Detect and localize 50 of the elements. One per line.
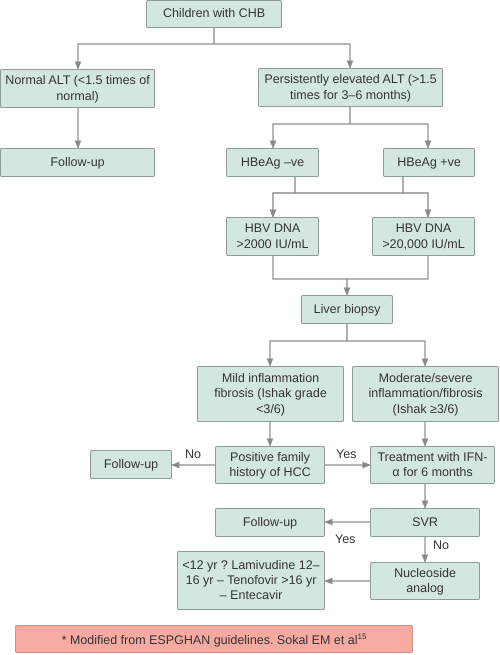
arrow: [266, 422, 274, 447]
box-text: <12 yr ? Lamivudine 12–16 yr – Tenofovir >16 yr – Entecavir: [181, 558, 321, 604]
process-box: [370, 508, 480, 537]
arrow: [422, 484, 428, 509]
arrow: [324, 518, 370, 526]
box-text: Normal ALT (<1.5 times of normal): [4, 73, 151, 104]
arrow: [324, 578, 370, 584]
process-box: [90, 450, 172, 479]
process-box: [258, 68, 443, 107]
box-text: Mild inflammation fibrosis (Ishak grade <3/6): [213, 371, 328, 417]
box-text: SVR: [412, 514, 438, 530]
arrow: [74, 108, 82, 149]
process-box: [370, 446, 495, 484]
box-text: Liver biopsy: [314, 302, 380, 318]
arrow: [171, 462, 215, 468]
box-text: Follow-up: [242, 514, 298, 530]
box-text: Follow-up: [50, 154, 105, 170]
arrow: [422, 537, 428, 563]
process-box: [383, 148, 475, 177]
process-box: [370, 562, 480, 600]
caption-box: * Modified from ESPGHAN guidelines. Sokal EM et al$^{15}$: [15, 625, 413, 653]
process-box: [372, 217, 475, 256]
process-box: [215, 508, 325, 537]
box-text: Treatment with IFN-α for 6 months: [376, 450, 488, 480]
process-box: [226, 148, 319, 177]
arrow: [344, 256, 429, 296]
box-text: HBV DNA >2000 IU/mL: [236, 221, 310, 252]
box-text: Persistently elevated ALT (>1.5 times for 3–6 months): [263, 72, 438, 103]
box-text: Follow-up: [104, 456, 158, 472]
box-text: HBeAg +ve: [397, 154, 461, 170]
box-text: Moderate/severe inflammation/fibrosis (Ishak ≥3/6): [368, 371, 484, 417]
arrow: [346, 324, 428, 367]
box-text: Nucleoside analog: [393, 566, 457, 596]
arrow: [349, 107, 432, 149]
process-box: [177, 551, 325, 610]
arrow: [213, 28, 354, 69]
arrow: [402, 177, 432, 218]
box-text: Positive family history of HCC: [228, 450, 312, 480]
arrow: [422, 422, 428, 447]
process-box: [215, 446, 325, 484]
arrow: [325, 462, 371, 468]
process-box: [352, 366, 499, 422]
process-box: [226, 217, 319, 256]
box-text: Children with CHB: [162, 6, 266, 22]
box-text: HBV DNA >20,000 IU/mL: [381, 221, 466, 252]
process-box: [301, 295, 393, 324]
box-text: HBeAg –ve: [240, 154, 304, 170]
process-box: [197, 366, 344, 422]
process-box: [146, 0, 282, 28]
process-box: [0, 148, 155, 177]
